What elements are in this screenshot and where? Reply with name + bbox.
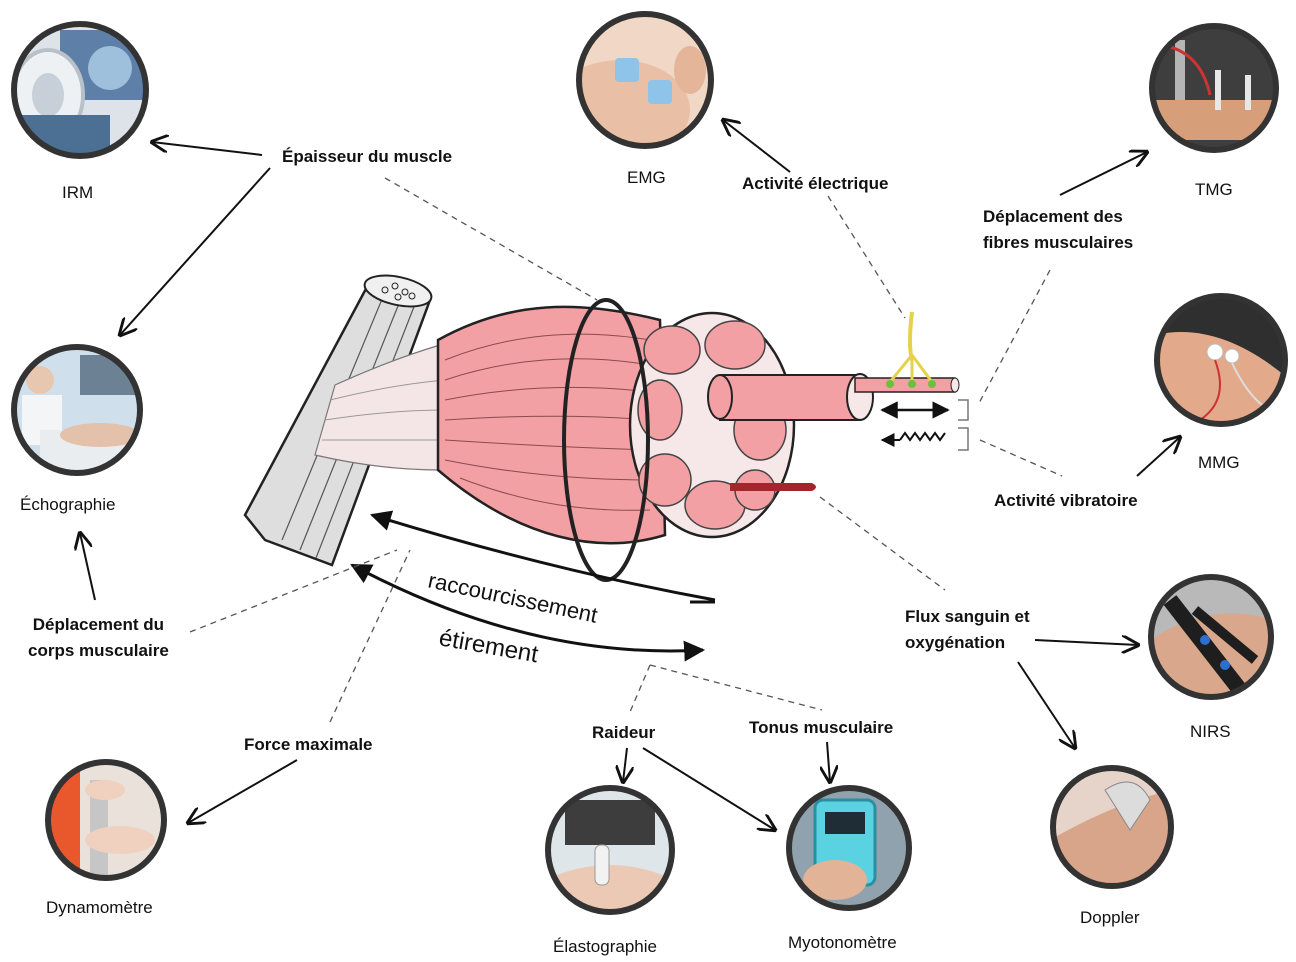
tool-label-mmg: MMG (1198, 450, 1240, 476)
muscle-fibre (720, 375, 860, 420)
label-vibratory-activity: Activité vibratoire (994, 488, 1138, 514)
label-body-displacement-line2: corps musculaire (28, 638, 169, 664)
stretching-label: étirement (437, 624, 541, 668)
label-electrical-activity: Activité électrique (742, 171, 888, 197)
muscle-illustration (245, 270, 959, 580)
emg-electrodes-icon (550, 10, 715, 160)
label-stiffness: Raideur (592, 720, 655, 746)
myotonometer-device-icon (785, 785, 915, 915)
tool-label-dynamometre: Dynamomètre (46, 895, 153, 921)
doppler-probe-icon (1050, 765, 1175, 890)
tool-label-tmg: TMG (1195, 177, 1233, 203)
tool-label-irm: IRM (62, 180, 93, 206)
tool-label-emg: EMG (627, 165, 666, 191)
label-muscle-thickness: Épaisseur du muscle (282, 144, 452, 170)
contraction-arcs: raccourcissement étirement (352, 515, 715, 668)
fibre-motion-arrows (882, 400, 968, 450)
label-fiber-displacement: Déplacement des fibres musculaires (983, 204, 1133, 255)
motor-nerve (886, 312, 936, 388)
label-blood-flow-line1: Flux sanguin et (905, 604, 1030, 630)
label-body-displacement-line1: Déplacement du (28, 612, 169, 638)
dynamometer-icon (45, 760, 170, 885)
tool-label-echographie: Échographie (20, 492, 115, 518)
nirs-band-icon (1150, 575, 1275, 700)
label-muscle-tone: Tonus musculaire (749, 715, 893, 741)
label-fiber-displacement-line2: fibres musculaires (983, 230, 1133, 256)
label-blood-flow-line2: oxygénation (905, 630, 1030, 656)
blood-vessel (730, 483, 816, 491)
shortening-label: raccourcissement (426, 567, 600, 627)
label-max-force: Force maximale (244, 732, 373, 758)
label-body-displacement: Déplacement du corps musculaire (28, 612, 169, 663)
tool-label-elastographie: Élastographie (553, 934, 657, 960)
tool-label-nirs: NIRS (1190, 719, 1231, 745)
mri-scanner-icon (10, 20, 150, 160)
ultrasound-exam-icon (10, 345, 150, 475)
elastography-probe-icon (545, 785, 675, 915)
label-fiber-displacement-line1: Déplacement des (983, 204, 1133, 230)
label-blood-flow: Flux sanguin et oxygénation (905, 604, 1030, 655)
tool-label-doppler: Doppler (1080, 905, 1140, 931)
tool-label-myotonometre: Myotonomètre (788, 930, 897, 956)
mmg-sensor-icon (1155, 295, 1290, 430)
tmg-sensor-icon (1150, 25, 1280, 155)
